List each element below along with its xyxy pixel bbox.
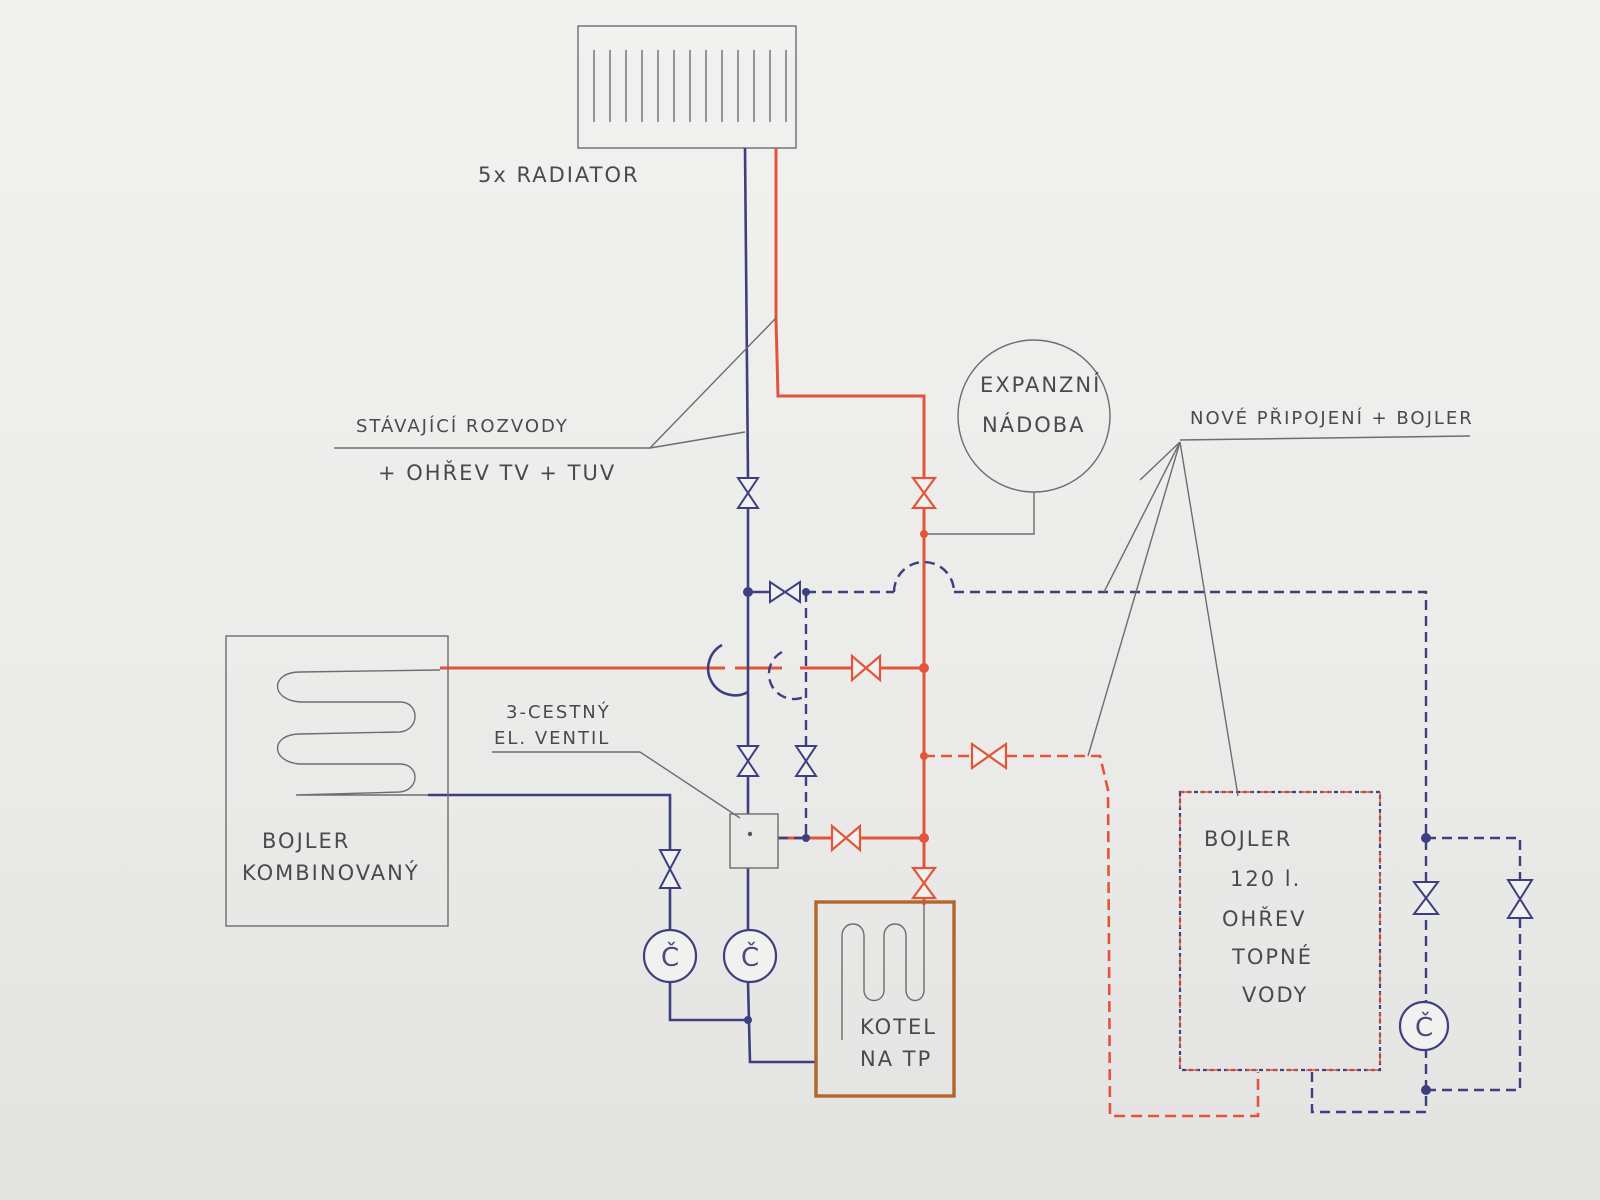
supply-pipe-existing — [440, 148, 926, 905]
tank-label-2: 120 l. — [1230, 867, 1301, 891]
valve-icon[interactable] — [970, 741, 1008, 771]
three-way-valve[interactable] — [729, 813, 779, 869]
radiator-label: 5x RADIATOR — [478, 163, 640, 187]
tank-label-3: OHŘEV — [1222, 906, 1307, 931]
kotel-label-1: KOTEL — [860, 1015, 937, 1039]
hot-water-tank — [1178, 790, 1382, 1072]
valve-icon[interactable] — [658, 849, 682, 889]
expansion-label-1: EXPANZNÍ — [980, 372, 1101, 397]
pump-icon[interactable]: Č — [1398, 1000, 1450, 1052]
valve-icon[interactable] — [910, 866, 938, 900]
valve-icon[interactable] — [850, 653, 882, 683]
tank-label-1: BOJLER — [1204, 827, 1292, 851]
expansion-label-2: NÁDOBA — [982, 412, 1086, 437]
svg-text:Č: Č — [661, 941, 679, 973]
new-pipes — [806, 590, 1522, 1118]
expansion-tank — [924, 339, 1111, 535]
valve-icon[interactable] — [1412, 881, 1440, 915]
combi-boiler-label-2: KOMBINOVANÝ — [242, 860, 420, 885]
pump-icon[interactable]: Č — [642, 928, 698, 984]
valve-icon[interactable] — [736, 745, 760, 777]
combi-boiler-label-1: BOJLER — [262, 829, 350, 853]
valve-icon[interactable] — [910, 476, 938, 510]
tank-label-4: TOPNÉ — [1231, 944, 1313, 969]
kotel-label-2: NA TP — [860, 1047, 932, 1071]
valve-icon[interactable] — [794, 745, 818, 777]
three-way-label-1: 3-CESTNÝ — [506, 701, 611, 723]
svg-text:Č: Č — [1415, 1011, 1433, 1043]
existing-pipes-label-1: STÁVAJÍCÍ ROZVODY — [356, 415, 569, 437]
existing-pipes-label-2: + OHŘEV TV + TUV — [378, 460, 616, 485]
valve-icon[interactable] — [769, 580, 801, 604]
kotel-boiler — [814, 900, 956, 1098]
svg-text:Č: Č — [741, 941, 759, 973]
combi-boiler — [225, 635, 449, 927]
tank-label-5: VODY — [1242, 983, 1308, 1007]
new-connection-label: NOVÉ PŘIPOJENÍ + BOJLER — [1190, 407, 1474, 429]
valve-icon[interactable] — [830, 823, 862, 853]
return-pipe-existing — [428, 147, 816, 1064]
three-way-label-2: EL. VENTIL — [494, 728, 610, 749]
junction-dots — [743, 587, 1431, 1095]
valve-icon[interactable] — [1506, 879, 1534, 919]
radiator — [577, 25, 797, 149]
leader-lines — [334, 317, 1471, 819]
valve-icon[interactable] — [736, 477, 760, 509]
pump-icon[interactable]: Č — [722, 928, 778, 984]
